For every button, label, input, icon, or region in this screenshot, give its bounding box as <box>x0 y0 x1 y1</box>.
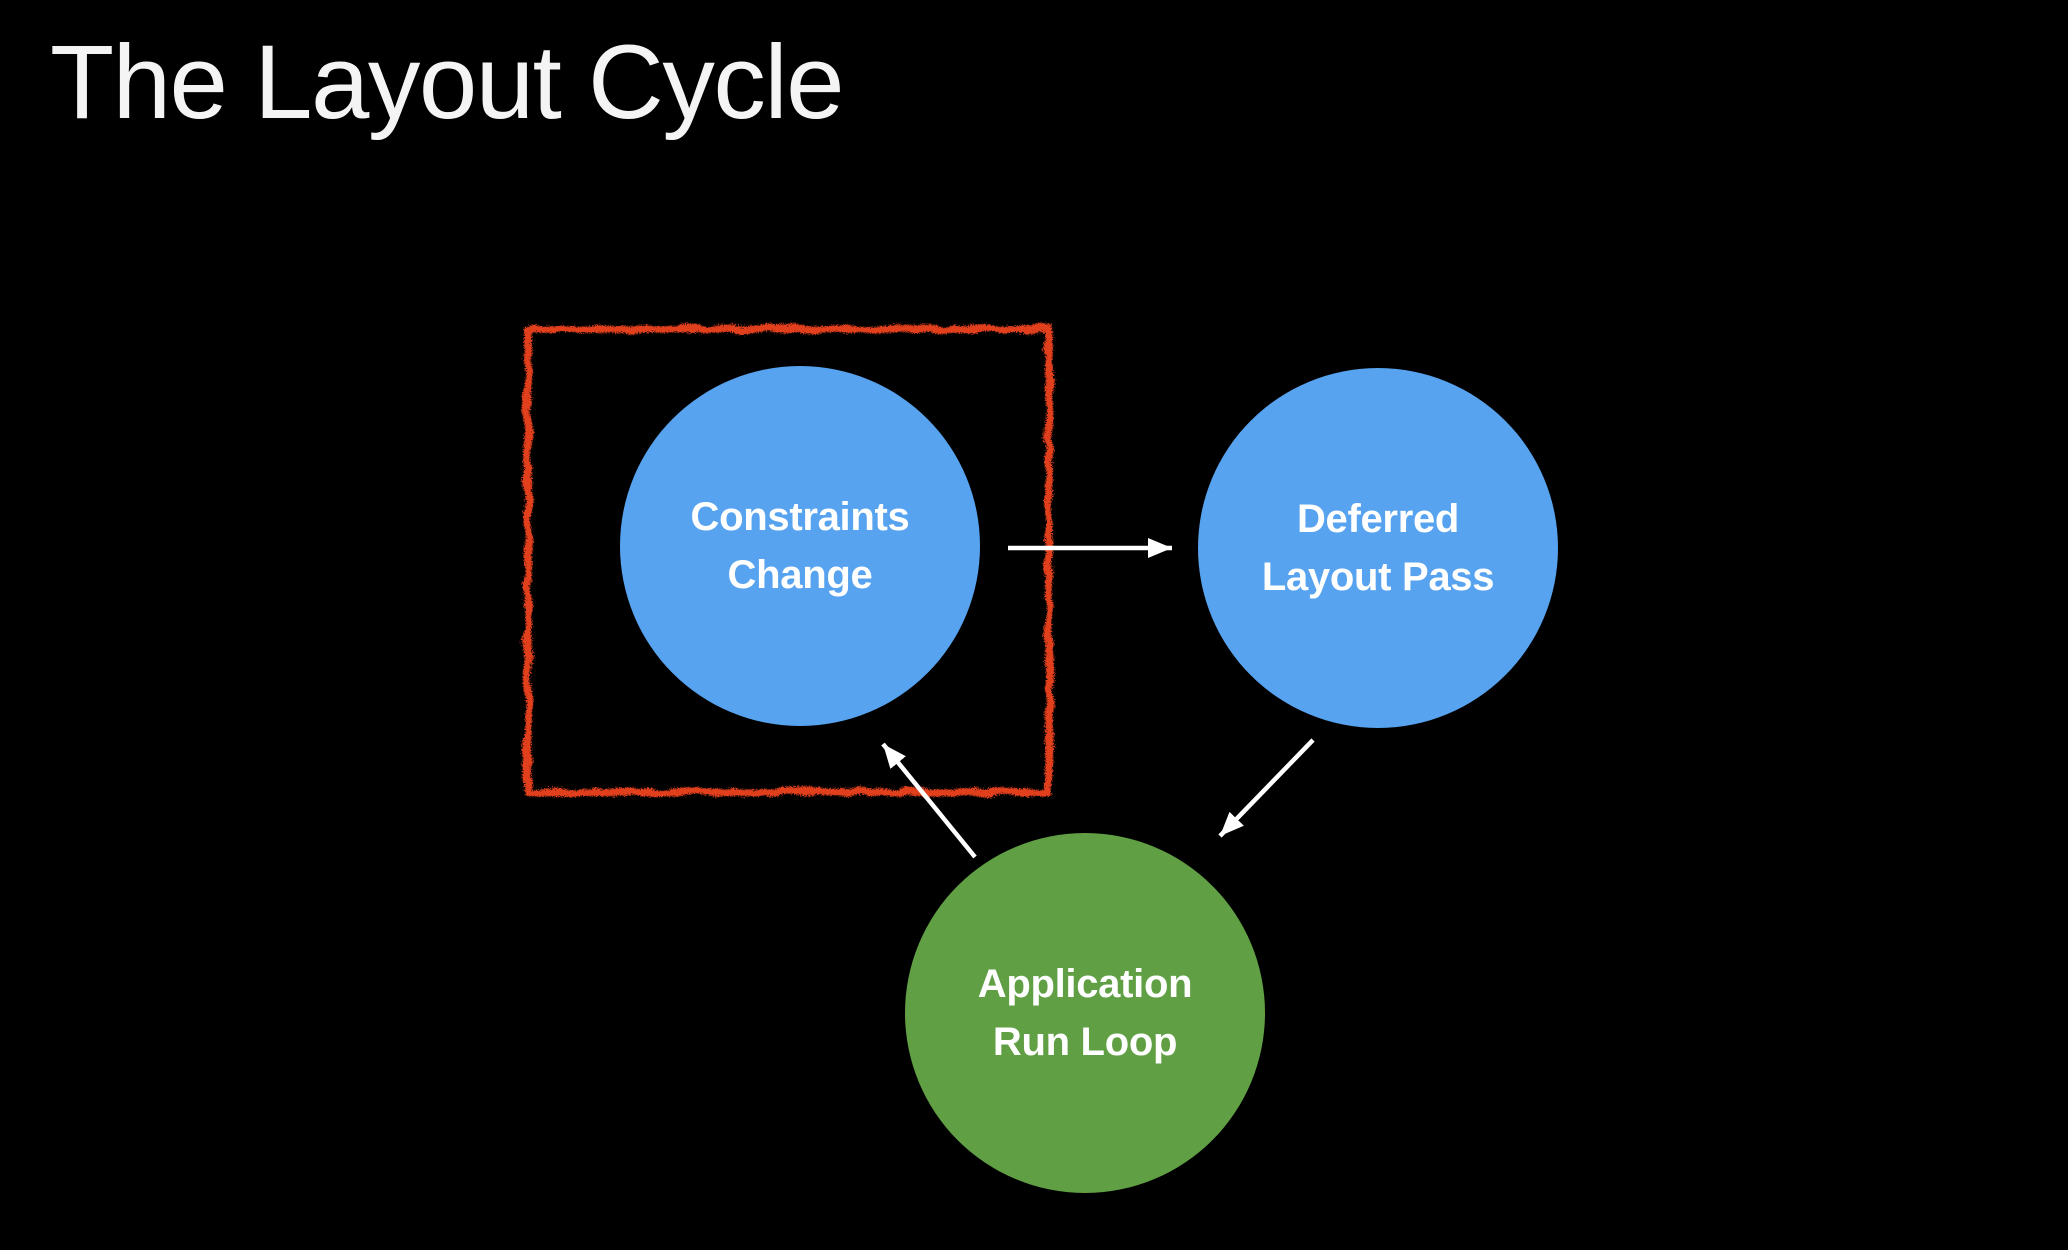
node-label-line: Constraints <box>690 495 910 539</box>
node-label-line: Change <box>727 553 873 597</box>
node-deferred-layout-pass: Deferred Layout Pass <box>1198 368 1558 728</box>
node-label-line: Application <box>977 962 1193 1006</box>
node-constraints-change: Constraints Change <box>620 366 980 726</box>
node-label-line: Deferred <box>1296 497 1460 541</box>
node-label-line: Run Loop <box>992 1020 1178 1064</box>
arrow-deferred-to-runloop <box>1218 738 1315 838</box>
node-application-run-loop: Application Run Loop <box>905 833 1265 1193</box>
arrow-runloop-to-constraints <box>881 742 977 859</box>
node-label-line: Layout Pass <box>1261 555 1495 599</box>
page-title: The Layout Cycle <box>50 24 845 141</box>
